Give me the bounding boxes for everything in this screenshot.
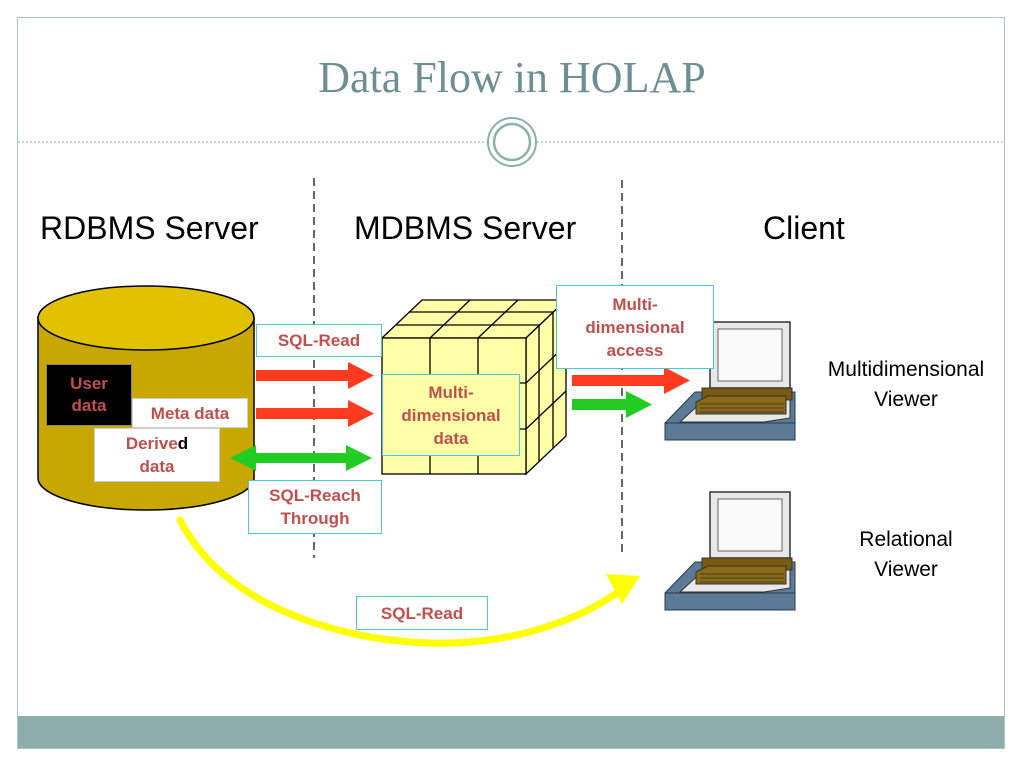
cube-label: Multi- dimensional data (382, 374, 520, 456)
sql-reach-through-line1: SQL-Reach (269, 486, 361, 505)
sql-reach-through-line2: Through (280, 509, 350, 528)
multidimensional-viewer-line1: Multidimensional (827, 358, 985, 381)
sql-read-bottom-label: SQL-Read (356, 596, 488, 630)
derived-data-line2: data (139, 457, 175, 476)
md-access-line1: Multi- (612, 294, 658, 314)
column-header-rdbms: RDBMS Server (40, 210, 259, 246)
derived-data-prefix: Derive (125, 434, 178, 453)
cube-label-line2: dimensional (401, 405, 501, 425)
arrow-sql-read-bottom (176, 516, 640, 647)
cube-label-line3: data (433, 428, 469, 448)
derived-data-box: Derived data (94, 428, 220, 482)
multidimensional-viewer-label: Multidimensional Viewer (806, 355, 1006, 415)
relational-viewer-label: Relational Viewer (826, 525, 986, 585)
md-access-line2: dimensional (585, 317, 685, 337)
meta-data-label: Meta data (150, 403, 230, 423)
derived-data-line1: Derived (126, 432, 188, 455)
column-header-client: Client (763, 210, 845, 246)
meta-data-box: Meta data (132, 398, 248, 428)
md-access-label: Multi- dimensional access (556, 285, 714, 369)
arrow-reach-through (230, 445, 372, 471)
footer-bar (18, 716, 1004, 748)
user-data-line1: User (70, 374, 108, 393)
user-data-line2: data (71, 396, 107, 415)
slide-title: Data Flow in HOLAP (318, 53, 706, 102)
multidimensional-viewer-line2: Viewer (874, 388, 938, 411)
derived-data-suffix: d (177, 434, 189, 453)
arrow-md-access-green (572, 391, 652, 418)
md-access-line3: access (606, 340, 664, 360)
relational-viewer-line2: Viewer (874, 558, 938, 581)
sql-read-bottom-text: SQL-Read (380, 603, 464, 623)
sql-read-top-text: SQL-Read (277, 331, 361, 350)
multidimensional-viewer-computer (664, 321, 796, 441)
arrow-md-access-red (572, 367, 690, 394)
user-data-box: User data (46, 364, 132, 426)
title-ornament-inner (492, 122, 532, 162)
relational-viewer-computer (664, 491, 796, 611)
column-header-mdbms: MDBMS Server (354, 210, 577, 246)
relational-viewer-line1: Relational (859, 528, 953, 551)
arrow-meta-data (256, 400, 374, 427)
arrow-sql-read-top (256, 362, 374, 389)
sql-reach-through-label: SQL-Reach Through (248, 480, 382, 534)
sql-read-top-label: SQL-Read (256, 324, 382, 357)
cube-label-line1: Multi- (428, 382, 474, 402)
